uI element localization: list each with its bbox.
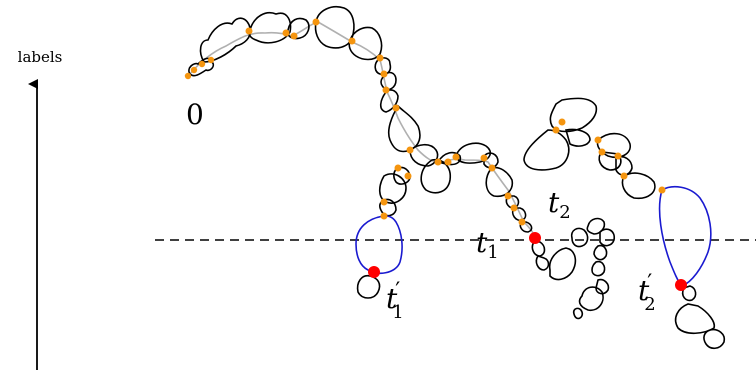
loop xyxy=(564,128,591,147)
loop xyxy=(572,307,584,320)
loop xyxy=(378,173,407,204)
label-t2: t2 xyxy=(548,186,571,223)
label-root: 0 xyxy=(186,98,204,131)
loop xyxy=(393,166,411,185)
loop xyxy=(314,6,355,49)
loop xyxy=(674,303,716,335)
loop xyxy=(483,152,499,169)
vertex-points xyxy=(184,18,666,226)
loop xyxy=(535,255,550,271)
loop xyxy=(578,286,604,312)
loop xyxy=(286,17,310,40)
loop xyxy=(591,260,606,277)
marked-point-t1-prime xyxy=(368,266,380,278)
loop xyxy=(248,12,292,44)
marked-point-t2-prime xyxy=(675,279,687,291)
label-t2-prime: t′2 xyxy=(638,271,656,315)
loop xyxy=(595,278,610,295)
highlight-loop-right xyxy=(658,185,712,287)
loop xyxy=(681,285,697,302)
loop xyxy=(379,198,397,217)
loop xyxy=(523,129,570,171)
loop xyxy=(380,71,397,91)
loop xyxy=(586,217,606,235)
loop xyxy=(436,151,462,166)
label-t1: t1 xyxy=(476,226,499,263)
loop xyxy=(356,274,381,299)
spine-path xyxy=(187,21,537,239)
highlight-loop-left xyxy=(355,215,403,275)
loop xyxy=(593,244,608,261)
label-t1-prime: t′1 xyxy=(386,279,404,323)
loop xyxy=(615,155,633,176)
loop xyxy=(348,26,383,61)
loop xyxy=(570,227,589,248)
loop xyxy=(621,172,656,200)
loop xyxy=(531,241,546,257)
loop xyxy=(599,228,616,247)
loop xyxy=(548,247,577,281)
axis-label: labels xyxy=(18,48,63,66)
loop xyxy=(485,166,514,198)
loop xyxy=(596,132,631,159)
loop xyxy=(703,328,726,350)
loop xyxy=(549,97,598,133)
loop xyxy=(455,142,492,164)
marked-point-t1 xyxy=(529,232,541,244)
loop xyxy=(519,221,533,233)
loop xyxy=(199,17,252,63)
